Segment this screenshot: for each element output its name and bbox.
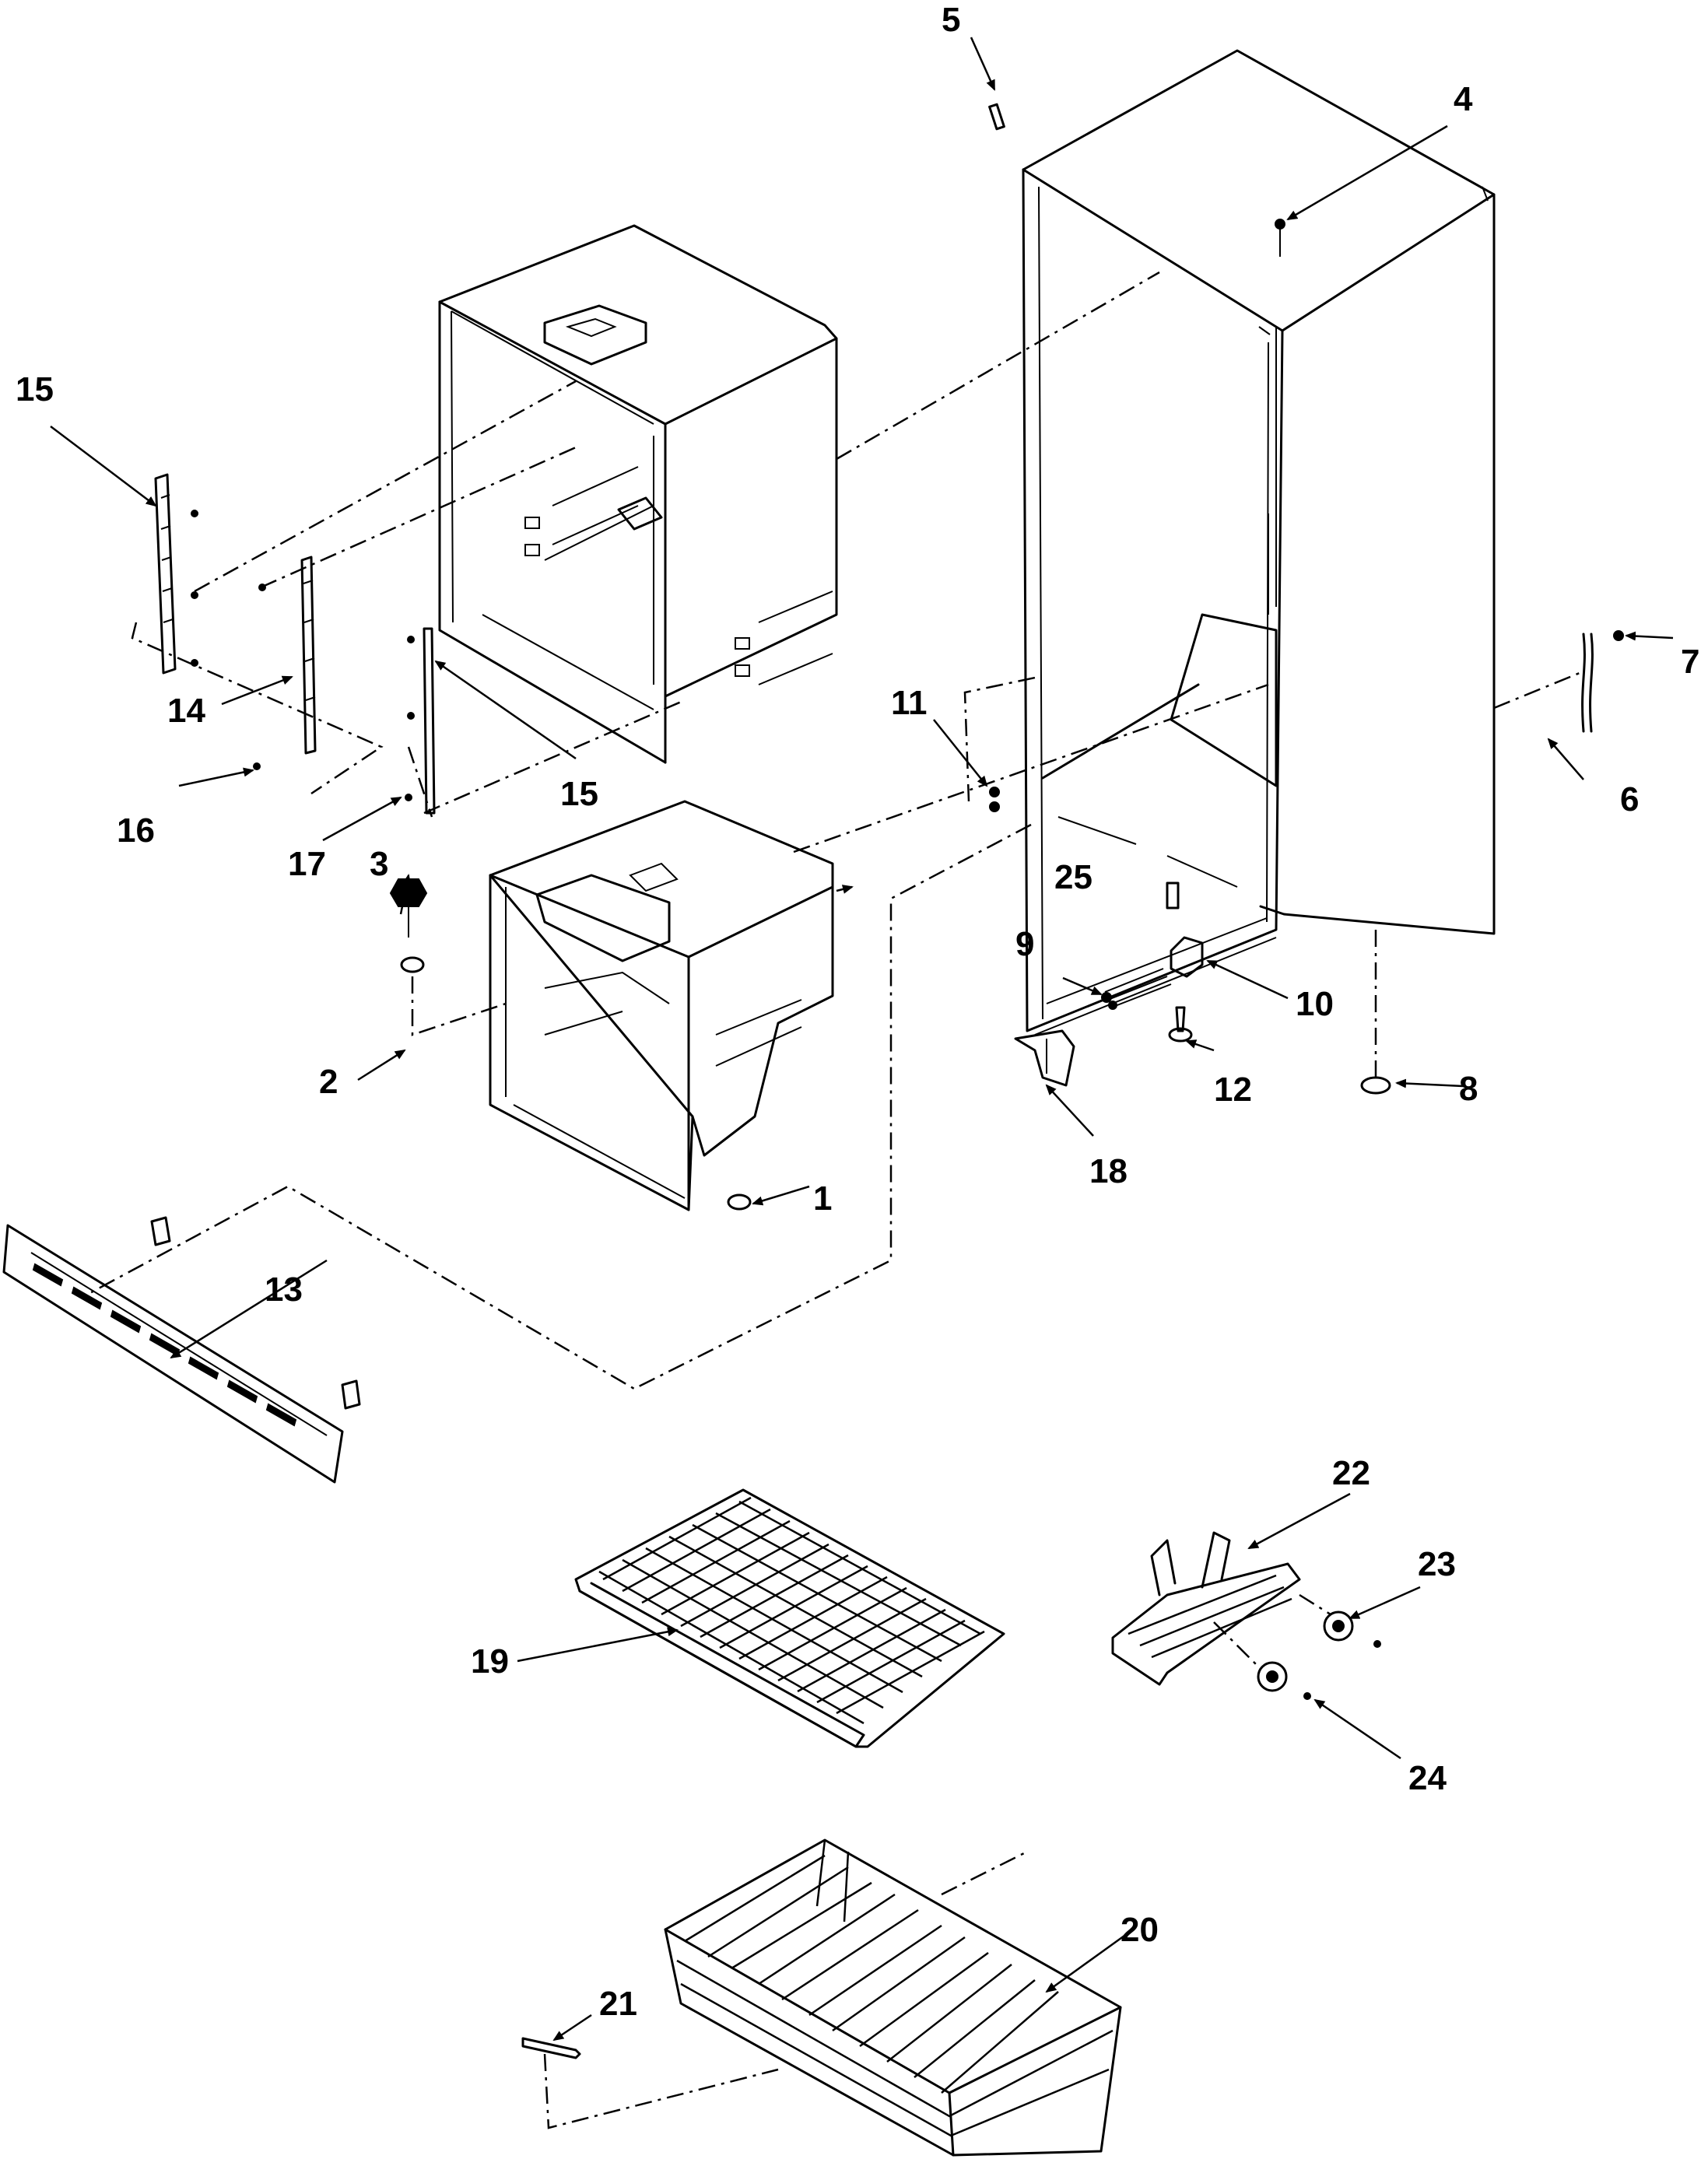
trim-strip-part-13 [2,1216,361,1484]
callout-13: 13 [265,1271,303,1309]
callout-9: 9 [1015,925,1034,963]
callout-14: 14 [167,692,205,730]
lower-liner [489,800,834,1211]
callout-17: 17 [288,845,326,883]
roller-part-24 [1257,1661,1311,1700]
callout-4: 4 [1454,80,1473,118]
rail-part-15-right [405,627,436,815]
callout-leaders [50,37,1674,2042]
part-3-and-2 [389,878,428,973]
callout-21: 21 [599,1985,637,2023]
callout-16: 16 [117,811,155,850]
callout-5: 5 [942,1,960,39]
cabinet-shell [1022,49,1496,1036]
screw-part-4 [1275,219,1285,257]
callout-labels: 1 2 3 4 5 6 7 8 9 10 11 12 13 14 15 15 1… [16,1,1699,2023]
wire-basket-part-20 [664,1838,1122,2157]
callout-12: 12 [1214,1071,1252,1109]
drain-tube-part-6 [1581,630,1624,733]
callout-1: 1 [813,1179,832,1218]
roller-part-23 [1323,1610,1381,1648]
callout-18: 18 [1089,1152,1128,1190]
leveling-foot-part-8 [1360,1076,1391,1095]
rail-part-15-left [154,473,198,675]
callout-10: 10 [1296,985,1334,1023]
wire-shelf-part-19 [574,1488,1005,1748]
screws-part-11 [989,787,1000,812]
callout-6: 6 [1620,780,1639,818]
wire-rack-part-22 [1111,1531,1301,1686]
bracket-part-18 [1014,1029,1075,1087]
callout-2: 2 [319,1063,338,1101]
callout-19: 19 [471,1642,509,1681]
rail-part-14 [253,556,317,770]
callout-22: 22 [1332,1454,1370,1492]
callout-3: 3 [370,845,388,883]
callout-15-right: 15 [560,775,598,813]
callout-25: 25 [1054,858,1092,896]
callout-20: 20 [1121,1911,1159,1949]
callout-15-left: 15 [16,370,54,408]
handle-part-21 [521,2037,581,2059]
callout-23: 23 [1418,1545,1456,1583]
upper-liner [438,224,838,764]
hinge-assembly [1101,881,1204,1043]
screw-part-5 [988,103,1005,131]
callout-7: 7 [1681,643,1699,681]
callout-8: 8 [1459,1070,1478,1108]
callout-24: 24 [1408,1759,1447,1797]
assembly-guide-lines [85,271,1580,2129]
callout-11: 11 [891,684,928,722]
